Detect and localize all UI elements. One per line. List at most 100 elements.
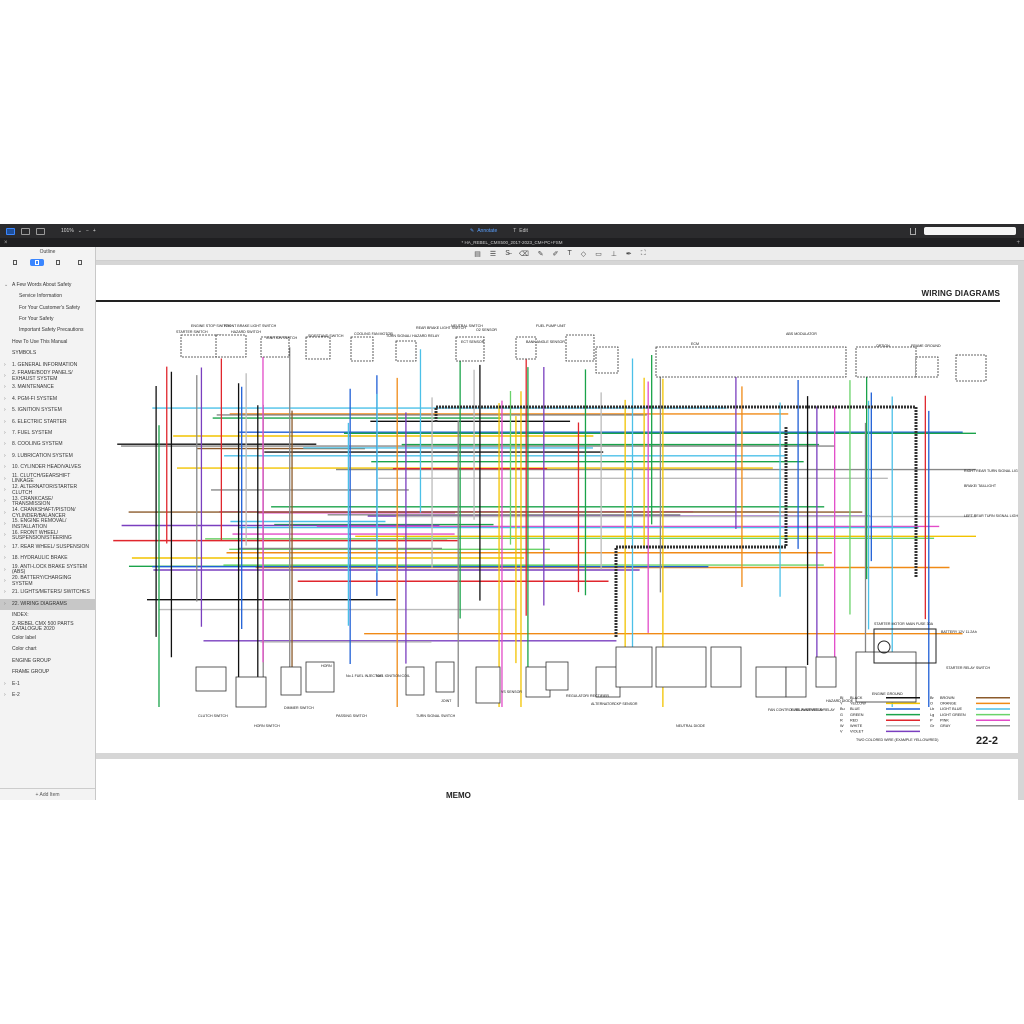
zoom-in-button[interactable]: + bbox=[92, 228, 96, 234]
pen-icon[interactable]: ✎ bbox=[537, 250, 544, 258]
chevron-right-icon[interactable]: › bbox=[4, 452, 6, 459]
chevron-right-icon[interactable]: › bbox=[4, 521, 6, 528]
sidebar-item[interactable]: ›2. FRAME/BODY PANELS/ EXHAUST SYSTEM bbox=[0, 370, 95, 382]
tab-outline[interactable] bbox=[29, 258, 44, 266]
sidebar-item[interactable]: Important Safety Precautions bbox=[0, 326, 95, 337]
chevron-right-icon[interactable]: › bbox=[4, 532, 6, 539]
sidebar-item[interactable]: For Your Customer's Safety bbox=[0, 303, 95, 314]
chevron-right-icon[interactable]: › bbox=[4, 578, 6, 585]
sidebar-item[interactable]: ›E-1 bbox=[0, 679, 95, 690]
add-item-button[interactable]: + Add Item bbox=[0, 788, 95, 800]
sidebar-item[interactable]: ›18. HYDRAULIC BRAKE bbox=[0, 553, 95, 564]
chevron-right-icon[interactable]: › bbox=[4, 566, 6, 573]
component-box bbox=[595, 346, 619, 374]
chevron-right-icon[interactable]: › bbox=[4, 486, 6, 493]
shape-icon[interactable]: ◇ bbox=[580, 250, 587, 258]
chevron-right-icon[interactable]: › bbox=[4, 384, 6, 391]
list-icon[interactable]: ☰ bbox=[489, 250, 497, 258]
sidebar-item[interactable]: › 4. PGM-FI SYSTEM bbox=[0, 394, 95, 405]
brush-icon[interactable]: ✐ bbox=[552, 250, 559, 258]
new-tab-button[interactable]: + bbox=[1016, 239, 1020, 246]
sidebar-item[interactable]: ›11. CLUTCH/GEARSHIFT LINKAGE bbox=[0, 473, 95, 485]
chevron-right-icon[interactable]: › bbox=[4, 498, 6, 505]
highlight-icon[interactable]: ▤ bbox=[474, 250, 481, 258]
sidebar-item[interactable]: ›12. ALTERNATOR/STARTER CLUTCH bbox=[0, 484, 95, 496]
tab-bookmarks[interactable] bbox=[51, 259, 65, 266]
chevron-right-icon[interactable]: › bbox=[4, 475, 6, 482]
sidebar-item[interactable]: ›E-2 bbox=[0, 690, 95, 701]
signature-icon[interactable]: ✒ bbox=[625, 250, 632, 258]
text-icon[interactable]: T bbox=[567, 250, 572, 257]
sidebar-item[interactable]: › 3. MAINTENANCE bbox=[0, 383, 95, 394]
comment-icon[interactable]: ▭ bbox=[595, 250, 602, 258]
chevron-down-icon[interactable]: ⌄ bbox=[4, 281, 9, 288]
diagram-label: ECM bbox=[691, 342, 699, 346]
chevron-right-icon[interactable]: › bbox=[4, 429, 6, 436]
sidebar-item[interactable]: Color label bbox=[0, 633, 95, 644]
sidebar-item[interactable]: ›13. CRANKCASE/ TRANSMISSION bbox=[0, 496, 95, 507]
search-input[interactable] bbox=[924, 227, 1016, 235]
chevron-right-icon[interactable]: › bbox=[4, 589, 6, 596]
thumbnail-view-button[interactable] bbox=[36, 227, 45, 235]
tab-edit[interactable]: T Edit bbox=[513, 228, 528, 234]
tab-annotations[interactable] bbox=[73, 259, 87, 266]
sidebar-item[interactable]: FRAME GROUP bbox=[0, 667, 95, 678]
document-title[interactable]: * HA_REBEL_CMX500_2017-2023_CM+PC+FSM bbox=[461, 240, 563, 245]
chevron-right-icon[interactable]: › bbox=[4, 418, 6, 425]
chevron-right-icon[interactable]: › bbox=[4, 543, 6, 550]
sidebar-item[interactable]: For Your Safety bbox=[0, 314, 95, 325]
grid-view-button[interactable] bbox=[21, 227, 30, 235]
sidebar-item-label: 3. MAINTENANCE bbox=[12, 384, 54, 391]
sidebar-item[interactable]: ›1. GENERAL INFORMATION bbox=[0, 360, 95, 371]
chevron-right-icon[interactable]: › bbox=[4, 395, 6, 402]
sidebar-item[interactable]: Color chart bbox=[0, 645, 95, 656]
sidebar-item[interactable]: ENGINE GROUP bbox=[0, 656, 95, 667]
zoom-control[interactable]: 101% ⌄ − + bbox=[61, 228, 96, 234]
sidebar-item[interactable]: ›16. FRONT WHEEL/ SUSPENSION/STEERING bbox=[0, 530, 95, 542]
sidebar-item[interactable]: INDEX: bbox=[0, 610, 95, 621]
sidebar-item[interactable]: How To Use This Manual bbox=[0, 337, 95, 348]
close-icon[interactable]: × bbox=[4, 239, 8, 246]
chevron-right-icon[interactable]: › bbox=[4, 464, 6, 471]
chevron-down-icon[interactable]: ⌄ bbox=[77, 228, 82, 234]
eraser-icon[interactable]: ⌫ bbox=[518, 250, 529, 258]
sidebar-item[interactable]: ›22. WIRING DIAGRAMS bbox=[0, 598, 95, 611]
chevron-right-icon[interactable]: › bbox=[4, 407, 6, 414]
zoom-out-button[interactable]: − bbox=[86, 228, 89, 234]
sidebar-item[interactable]: ›5. IGNITION SYSTEM bbox=[0, 405, 95, 416]
sidebar-item[interactable]: ›9. LUBRICATION SYSTEM bbox=[0, 451, 95, 462]
sidebar-item[interactable]: ⌄A Few Words About Safety bbox=[0, 280, 95, 291]
chevron-right-icon[interactable]: › bbox=[4, 555, 6, 562]
chevron-right-icon[interactable]: › bbox=[4, 361, 6, 368]
chevron-right-icon[interactable]: › bbox=[4, 441, 6, 448]
sidebar-item[interactable]: ›15. ENGINE REMOVAL/ INSTALLATION bbox=[0, 518, 95, 530]
sidebar-item[interactable]: 2. REBEL CMX 500 PARTS CATALOGUE 2020 bbox=[0, 621, 95, 633]
sidebar-toggle-button[interactable] bbox=[6, 227, 15, 235]
sidebar-item[interactable]: ›8. COOLING SYSTEM bbox=[0, 439, 95, 450]
legend-color-name: WHITE bbox=[850, 724, 863, 728]
chevron-right-icon[interactable]: › bbox=[4, 600, 6, 607]
tab-thumbnails[interactable] bbox=[8, 259, 22, 266]
tab-annotate[interactable]: ✎ Annotate bbox=[470, 228, 497, 234]
sidebar-item[interactable]: ›20. BATTERY/CHARGING SYSTEM bbox=[0, 575, 95, 587]
sidebar-item[interactable]: ›10. CYLINDER HEAD/VALVES bbox=[0, 462, 95, 473]
fullscreen-icon[interactable]: ⛶ bbox=[640, 249, 646, 257]
sidebar-item[interactable]: SYMBOLS bbox=[0, 348, 95, 359]
sidebar-item[interactable]: ›6. ELECTRIC STARTER bbox=[0, 417, 95, 428]
sidebar-item[interactable]: ›21. LIGHTS/METERS/ SWITCHES bbox=[0, 588, 95, 599]
chevron-right-icon[interactable]: › bbox=[4, 680, 6, 687]
sidebar-item[interactable]: ›17. REAR WHEEL/ SUSPENSION bbox=[0, 542, 95, 553]
chevron-right-icon[interactable]: › bbox=[4, 509, 6, 516]
stamp-icon[interactable]: ⊥ bbox=[610, 250, 617, 258]
sidebar-item[interactable]: ›7. FUEL SYSTEM bbox=[0, 428, 95, 439]
sidebar-item-label: 4. PGM-FI SYSTEM bbox=[12, 395, 58, 402]
share-icon[interactable] bbox=[910, 227, 916, 235]
sidebar-item[interactable]: ›19. ANTI-LOCK BRAKE SYSTEM (ABS) bbox=[0, 564, 95, 576]
chevron-right-icon[interactable]: › bbox=[4, 373, 6, 380]
strikethrough-icon[interactable]: S̶ bbox=[505, 250, 510, 257]
chevron-right-icon[interactable]: › bbox=[4, 691, 6, 698]
sidebar-item[interactable]: ›14. CRANKSHAFT/PISTON/ CYLINDER/BALANCE… bbox=[0, 507, 95, 519]
zoom-value[interactable]: 101% bbox=[61, 228, 74, 234]
sidebar-item[interactable]: Service Information bbox=[0, 291, 95, 302]
